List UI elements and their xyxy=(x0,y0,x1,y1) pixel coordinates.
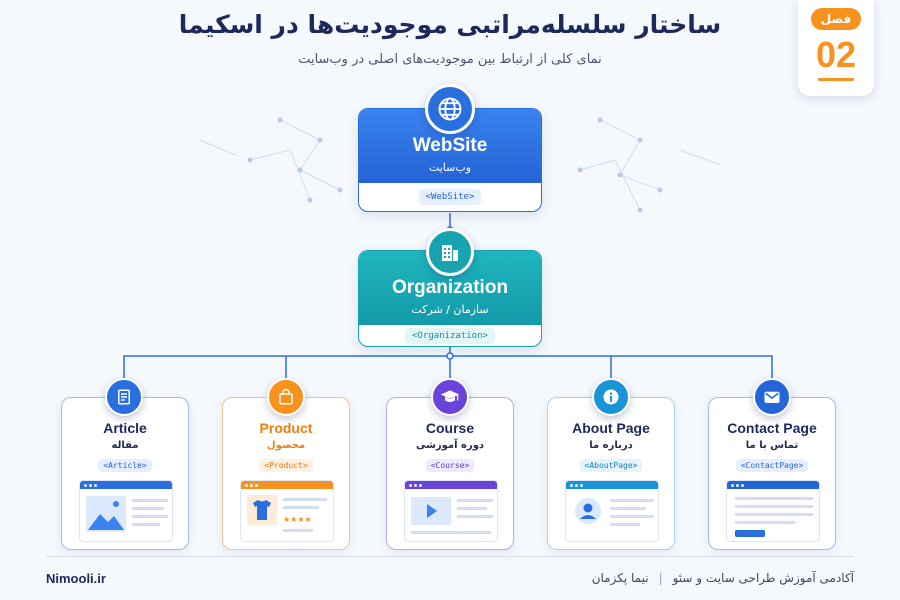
chapter-underline xyxy=(818,78,854,81)
contact-page-preview xyxy=(726,480,820,542)
contact-page-subtitle: تماس با ما xyxy=(745,440,799,451)
footer-divider xyxy=(46,556,854,557)
website-title: WebSite xyxy=(412,135,488,156)
course-title: Course xyxy=(425,420,475,436)
page-title: ساختار سلسله‌مراتبی موجودیت‌ها در اسکیما xyxy=(178,10,722,39)
envelope-icon xyxy=(753,378,791,416)
organization-title: Organization xyxy=(391,277,509,298)
about-page-subtitle: درباره ما xyxy=(589,440,633,451)
website-tag: <WebSite> xyxy=(418,189,482,205)
product-tag: <Product> xyxy=(259,459,313,472)
article-subtitle: مقاله xyxy=(111,440,139,451)
organization-tag: <Organization> xyxy=(405,327,495,344)
building-icon xyxy=(426,228,474,276)
product-preview: ★★★★ xyxy=(240,480,334,542)
course-tag: <Course> xyxy=(425,459,475,472)
footer-author: نیما پکزمان xyxy=(591,571,649,585)
graduation-cap-icon xyxy=(431,378,469,416)
document-icon xyxy=(105,378,143,416)
about-page-preview xyxy=(565,480,659,542)
course-preview xyxy=(404,480,498,542)
about-page-title: About Page xyxy=(572,420,650,436)
article-preview xyxy=(79,480,173,542)
chapter-badge: فصل 02 xyxy=(798,0,874,96)
about-page-node: About Page درباره ما <AboutPage> xyxy=(547,397,675,550)
footer-credits: آکادمی آموزش طراحی سایت و سئو | نیما پکزما… xyxy=(592,571,854,585)
contact-page-node: Contact Page تماس با ما <ContactPage> xyxy=(708,397,836,550)
footer-separator: | xyxy=(658,571,663,585)
page-subtitle: نمای کلی از ارتباط بین موجودیت‌های اصلی … xyxy=(298,52,602,67)
info-icon xyxy=(592,378,630,416)
contact-page-title: Contact Page xyxy=(727,420,817,436)
product-node: Product محصول <Product> ★★★★ xyxy=(222,397,350,550)
chapter-number: 02 xyxy=(815,34,857,75)
svg-text:★★★★: ★★★★ xyxy=(283,515,312,524)
contact-page-tag: <ContactPage> xyxy=(735,459,809,472)
course-node: Course دوره آموزشی <Course> xyxy=(386,397,514,550)
course-subtitle: دوره آموزشی xyxy=(415,440,485,451)
article-title: Article xyxy=(103,420,147,436)
organization-subtitle: سازمان / شرکت xyxy=(411,303,489,316)
about-page-tag: <AboutPage> xyxy=(579,459,643,472)
article-node: Article مقاله <Article> xyxy=(61,397,189,550)
shopping-bag-icon xyxy=(267,378,305,416)
globe-icon xyxy=(425,84,475,134)
website-subtitle: وب‌سایت xyxy=(428,161,472,174)
article-tag: <Article> xyxy=(98,459,152,472)
footer-academy: آکادمی آموزش طراحی سایت و سئو xyxy=(672,571,854,585)
product-subtitle: محصول xyxy=(266,440,306,451)
footer-brand[interactable]: Nimooli.ir xyxy=(46,571,106,586)
chapter-label: فصل xyxy=(811,8,861,30)
product-title: Product xyxy=(259,420,313,436)
